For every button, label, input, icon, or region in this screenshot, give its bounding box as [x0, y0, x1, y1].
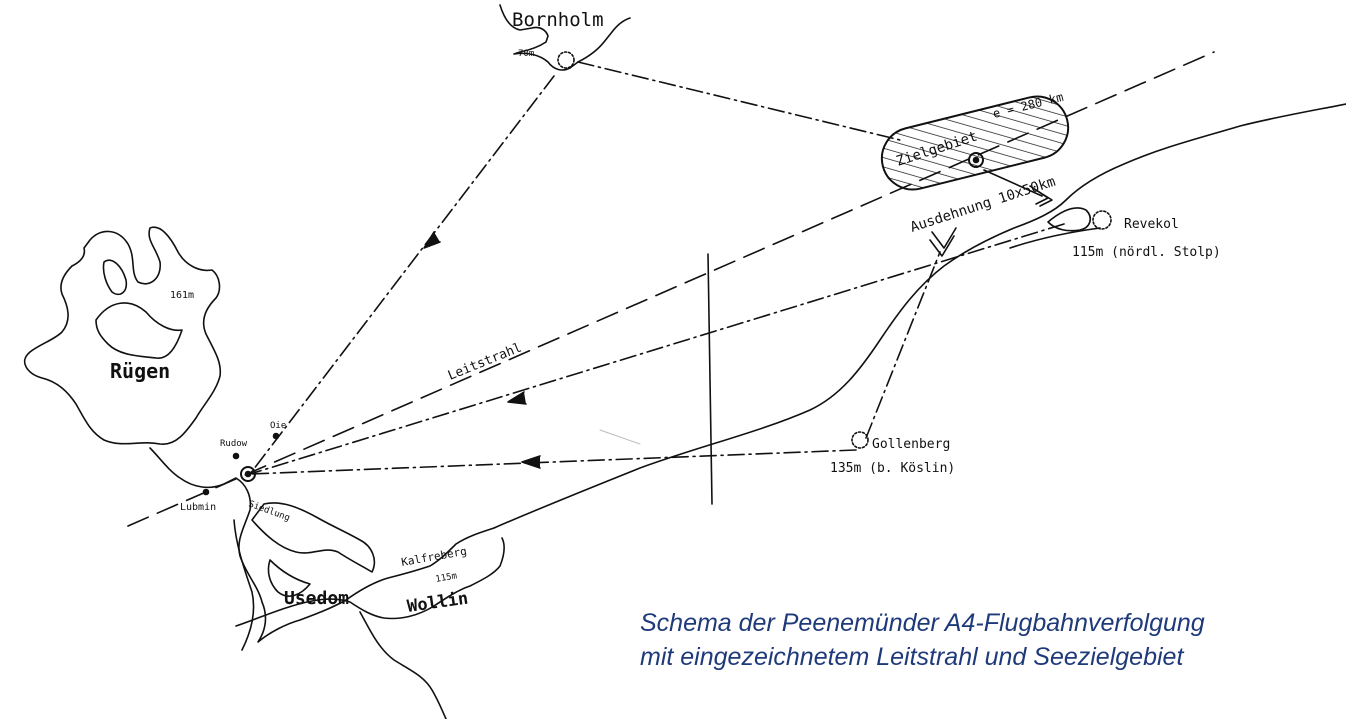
coastal-lake	[1009, 227, 1101, 249]
label-bornholm-height: 70m	[518, 49, 534, 59]
revekol-station-icon	[1092, 210, 1112, 230]
label-bornholm: Bornholm	[512, 9, 604, 31]
revekol-track-line	[249, 223, 1065, 475]
label-rudow: Rudow	[220, 439, 248, 449]
label-revekol-height: 115m (nördl. Stolp)	[1072, 245, 1221, 260]
oie-marker	[272, 432, 280, 440]
leitstrahl-beam	[127, 51, 1215, 527]
figure-caption: Schema der Peenemünder A4-Flugbahnverfol…	[640, 606, 1330, 674]
gollenberg-station-icon	[851, 431, 869, 449]
usedom-south	[235, 537, 505, 627]
caption-line-2: mit eingezeichnetem Leitstrahl und Seezi…	[640, 643, 1184, 671]
mainland-coast	[149, 447, 495, 643]
reference-line	[707, 253, 713, 505]
label-wollin: Wollin	[406, 589, 470, 617]
label-revekol: Revekol	[1124, 217, 1179, 232]
gollenberg-target-line	[865, 251, 941, 439]
usedom-inner	[251, 502, 376, 573]
revekol-coast-nub	[1047, 207, 1092, 232]
gollenberg-track-line	[249, 449, 857, 475]
ruegen-coast	[24, 226, 222, 445]
peenemuende-launch-site	[240, 466, 256, 482]
ruegen-inner-lagoon	[95, 302, 183, 359]
zielgebiet-zone	[880, 95, 1070, 191]
bornholm-station-icon	[557, 51, 575, 69]
label-kalfreberg-height: 115m	[435, 571, 458, 585]
label-leitstrahl: Leitstrahl	[446, 340, 524, 383]
label-gollenberg: Gollenberg	[872, 437, 950, 452]
label-ruegen: Rügen	[110, 359, 170, 383]
haff-coast	[359, 611, 447, 719]
bornholm-target-line	[577, 61, 901, 141]
caption-line-1: Schema der Peenemünder A4-Flugbahnverfol…	[640, 609, 1205, 637]
label-ruegen-height: 161m	[170, 290, 194, 301]
lubmin-marker	[202, 488, 210, 496]
rudow-marker	[232, 452, 240, 460]
pomeranian-coast	[493, 103, 1346, 529]
label-kalfreberg: Kalfreberg	[400, 545, 467, 569]
ruegen-north-lagoon	[102, 259, 128, 296]
usedom-west-coast	[233, 519, 255, 651]
usedom-lagoon	[267, 559, 311, 597]
bornholm-track-line	[249, 75, 555, 475]
label-usedom: Usedom	[284, 588, 349, 609]
label-gollenberg-height: 135m (b. Köslin)	[830, 461, 955, 476]
impact-point-marker	[968, 152, 984, 168]
label-oie: Oie	[270, 421, 286, 431]
label-lubmin: Lubmin	[180, 502, 216, 513]
bornholm-coast	[499, 4, 631, 71]
